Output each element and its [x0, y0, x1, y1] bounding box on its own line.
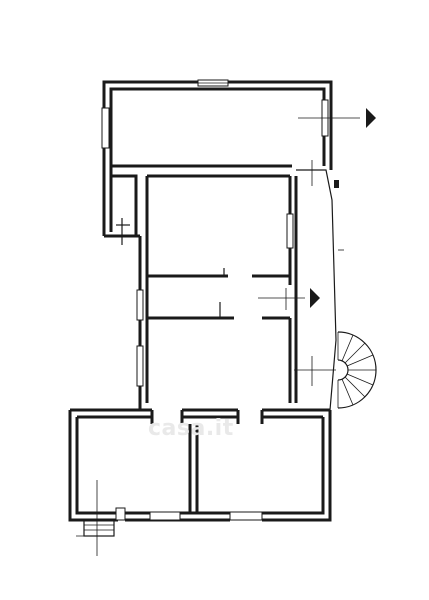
north-arrow-icon — [366, 108, 376, 128]
spiral-staircase — [337, 331, 377, 409]
middle-rooms — [136, 169, 337, 412]
entrance-steps — [76, 480, 115, 556]
section-arrow-icon — [310, 288, 320, 308]
storage-room — [111, 174, 138, 245]
bottom-rooms — [68, 408, 332, 522]
section-markers — [258, 108, 376, 386]
left-window — [101, 107, 110, 149]
